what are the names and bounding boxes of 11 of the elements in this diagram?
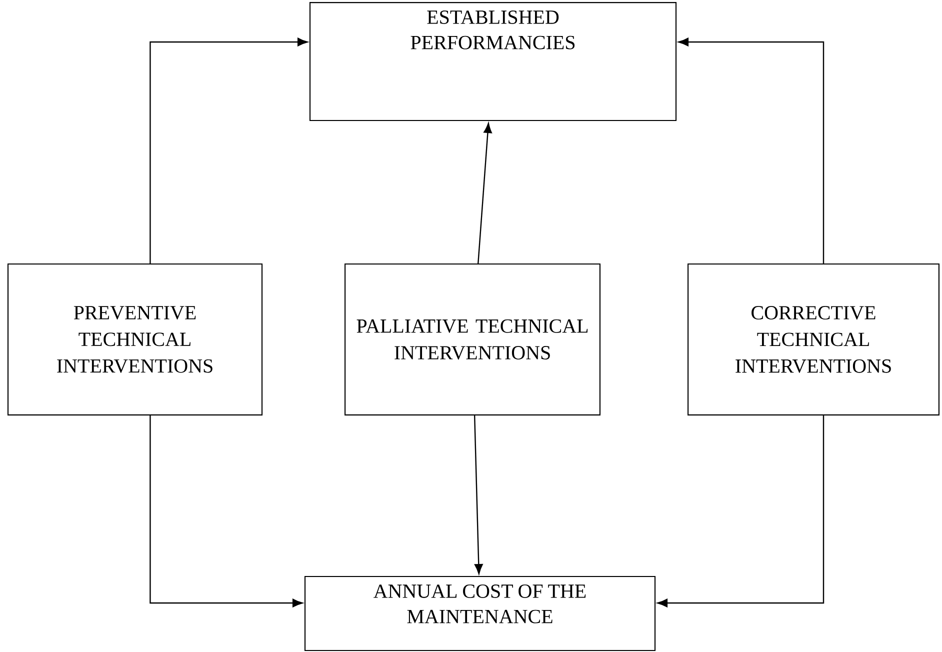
process-box: PREVENTIVE TECHNICAL INTERVENTIONS xyxy=(7,264,263,416)
arrow xyxy=(478,122,492,264)
process-box: CORRECTIVE TECHNICAL INTERVENTIONS xyxy=(688,264,940,416)
process-box: ANNUAL COST OF THE MAINTENANCE xyxy=(304,576,656,652)
arrow xyxy=(150,415,303,608)
arrow xyxy=(678,38,824,264)
arrow xyxy=(150,38,308,264)
process-box: PALLIATIVE TECHNICAL INTERVENTIONS xyxy=(344,264,600,416)
arrow xyxy=(474,415,483,574)
arrow xyxy=(657,415,824,608)
process-box: ESTABLISHED PERFORMANCIES xyxy=(309,2,677,122)
